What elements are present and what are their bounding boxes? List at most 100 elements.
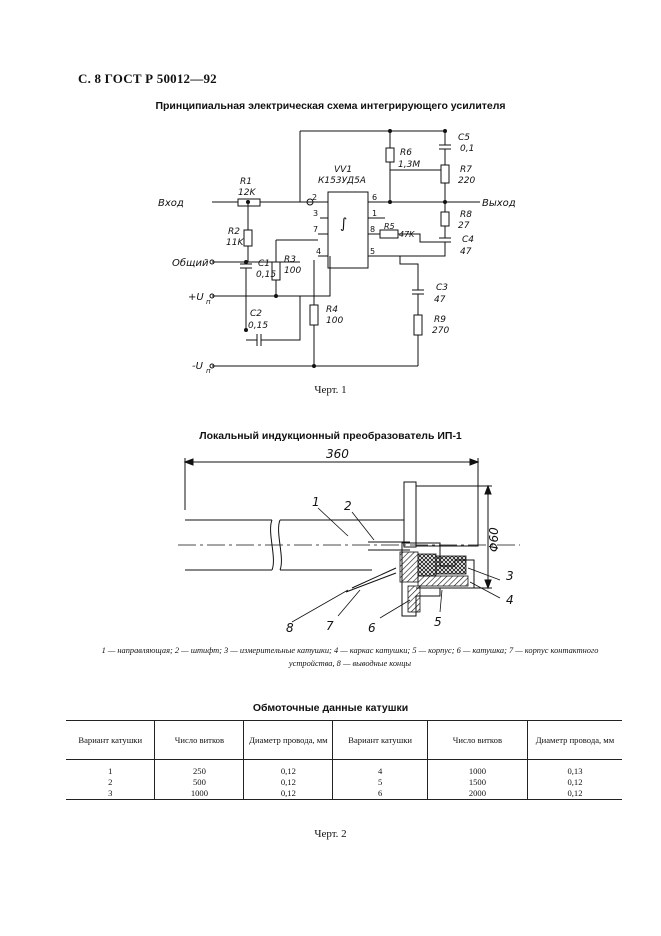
dimension-length: 360 [326,447,349,461]
label-r2-value: 11K [226,238,244,248]
pin-3: 3 [313,209,318,218]
label-r9-value: 270 [432,326,449,336]
label-r5-value: 47K [399,230,415,239]
label-r8-value: 27 [458,221,470,231]
table-header-row: Вариант катушки Число витков Диаметр про… [66,720,622,760]
pin [368,541,410,551]
label-common: Общий [172,257,209,269]
callout-4: 4 [506,593,514,607]
r4-resistor [309,304,319,326]
plus-supply-wire [212,256,331,297]
label-r7-value: 220 [458,176,475,186]
label-c4: C4 [462,235,474,245]
coil-frame [435,555,467,575]
c5-capacitor [439,144,451,150]
pin-5: 5 [370,247,375,256]
r2-resistor [243,229,253,247]
guide-rod [185,519,272,571]
opamp-integral-symbol: ∫ [340,216,347,232]
table-cell: 0,12 [567,777,583,787]
callout-1: 1 [312,495,320,509]
col-header-wire-diameter-1: Диаметр провода, мм [243,720,334,760]
label-input: Вход [158,198,184,209]
c4-capacitor [439,237,451,243]
table-row: 3 1000 0,12 6 2000 0,12 [66,788,622,800]
label-chip-ref: VV1 [334,165,352,175]
col-header-turns-1: Число витков [154,720,245,760]
figure1-title: Принципиальная электрическая схема интег… [155,100,506,112]
table-cell: 500 [154,777,245,788]
table-cell: 1500 [427,777,528,788]
label-r3-value: 100 [284,266,301,276]
col-header-variant-1: Вариант катушки [66,720,156,760]
table-cell: 1000 [154,788,245,800]
pin-4: 4 [316,247,321,256]
figure2-legend: 1 — направляющая; 2 — штифт; 3 — измерит… [101,646,599,668]
dim-extension-lines [184,458,479,510]
flange [403,481,417,548]
c3-capacitor [412,289,424,295]
label-c1: C1 [258,259,270,269]
col-header-turns-2: Число витков [427,720,528,760]
dimension-diameter: Φ60 [487,527,501,552]
table-cell: 4 [332,759,428,777]
r3-resistor [271,261,281,281]
callout-6: 6 [368,621,376,635]
c1-capacitor [240,263,252,269]
table-cell: 0,12 [243,777,334,788]
table-cell: 2 [66,777,156,788]
label-r6-value: 1,3M [398,160,420,170]
opamp-left-pins [310,201,328,257]
lead-wires [345,567,397,593]
label-output: Выход [482,198,516,209]
winding-data-table: Вариант катушки Число витков Диаметр про… [66,720,622,800]
label-r6: R6 [400,148,412,158]
table-cell: 1000 [427,759,528,777]
pin-2: 2 [312,193,317,202]
pin-7: 7 [313,225,318,234]
table-cell: 0,13 [567,766,583,776]
transducer-drawing: 1 2 3 4 5 6 7 8 360 Φ60 [178,447,520,635]
label-r9: R9 [434,315,446,325]
col-header-wire-diameter-2: Диаметр провода, мм [527,720,622,760]
table-cell: 1 [66,759,156,777]
callout-8: 8 [286,621,294,635]
table-row: 1 250 0,12 4 1000 0,13 [66,759,622,777]
label-plus-supply: +U [188,292,204,303]
table-cell: 0,12 [243,788,334,800]
table-cell: 0,12 [527,788,622,800]
figure2-title: Локальный индукционный преобразователь И… [199,430,462,442]
opamp-right-pins [368,201,385,257]
circuit-diagram: Вход Выход Общий +U п -U п VV1 К153УД5А … [158,129,516,375]
callout-5: 5 [434,615,442,629]
pin-6: 6 [372,193,377,202]
r8-resistor [440,211,450,227]
label-r1: R1 [240,177,252,187]
label-c2: C2 [250,309,262,319]
r9-resistor [413,314,423,336]
figure1-caption: Черт. 1 [314,384,347,396]
label-r4: R4 [326,305,338,315]
measuring-coils [417,553,437,577]
label-c5-value: 0,1 [460,144,474,154]
label-r3: R3 [284,255,296,265]
label-minus-supply-sub: п [206,367,211,375]
table-row: 2 500 0,12 5 1500 0,12 [66,777,622,788]
label-r7: R7 [460,165,472,175]
figure2-caption: Черт. 2 [314,828,347,840]
table-cell: 0,12 [243,759,334,777]
label-chip-type: К153УД5А [318,176,366,186]
r6-resistor [385,147,395,163]
table-title: Обмоточные данные катушки [252,702,409,714]
label-r4-value: 100 [326,316,343,326]
col-header-variant-2: Вариант катушки [332,720,428,760]
table-cell: 2000 [427,788,528,800]
c2-capacitor [256,334,262,346]
housing-section [399,551,419,583]
body-section [417,575,469,587]
label-c5: C5 [458,133,470,143]
r5-resistor [379,229,399,239]
label-r8: R8 [460,210,472,220]
label-c3: C3 [436,283,448,293]
table-cell: 3 [66,788,156,800]
